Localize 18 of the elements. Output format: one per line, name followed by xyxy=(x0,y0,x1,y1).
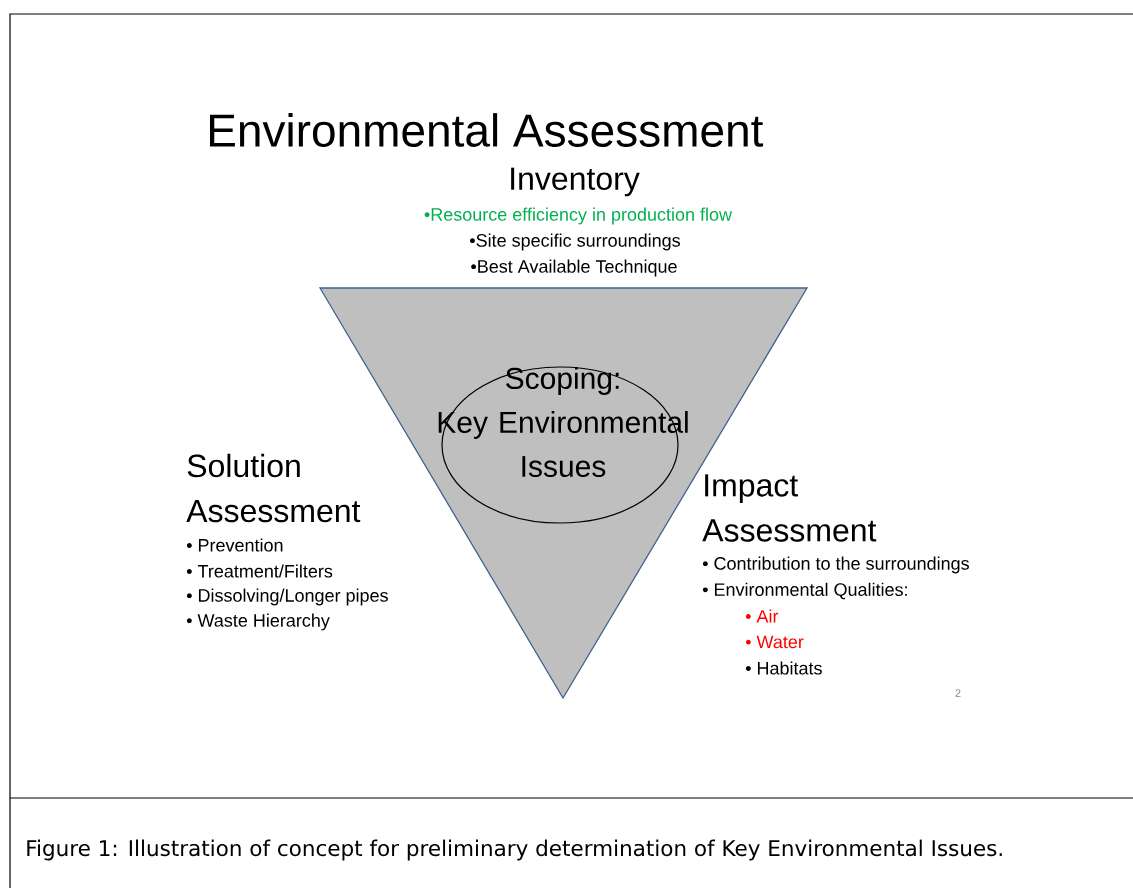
list-item: •Resource efficiency in production flow xyxy=(424,207,733,225)
list-item: • Dissolving/Longer pipes xyxy=(186,588,388,606)
list-item: • Waste Hierarchy xyxy=(186,613,330,631)
heading: Solution Assessment xyxy=(186,453,361,523)
heading: Inventory xyxy=(511,167,640,197)
list-item: • Water xyxy=(745,635,804,649)
list-item: • Contribution to the surroundings xyxy=(702,556,969,574)
caption: Figure 1: Illustration of concept for preliminary determination of Key Environmental Issues. xyxy=(27,839,1002,861)
list-item: •Best Available Technique xyxy=(471,259,677,277)
heading: Impact Assessment xyxy=(702,474,877,542)
title: Environmental Assessment xyxy=(210,113,764,147)
list-item: • Habitats xyxy=(745,661,822,675)
list-item: • Treatment/Filters xyxy=(186,564,333,578)
page-number: 2 xyxy=(955,689,961,697)
list-item: • Prevention xyxy=(186,538,283,552)
list-item: •Site specific surroundings xyxy=(470,233,680,251)
list-item: • Air xyxy=(745,609,779,623)
list-item: • Environmental Qualities: xyxy=(702,582,907,600)
